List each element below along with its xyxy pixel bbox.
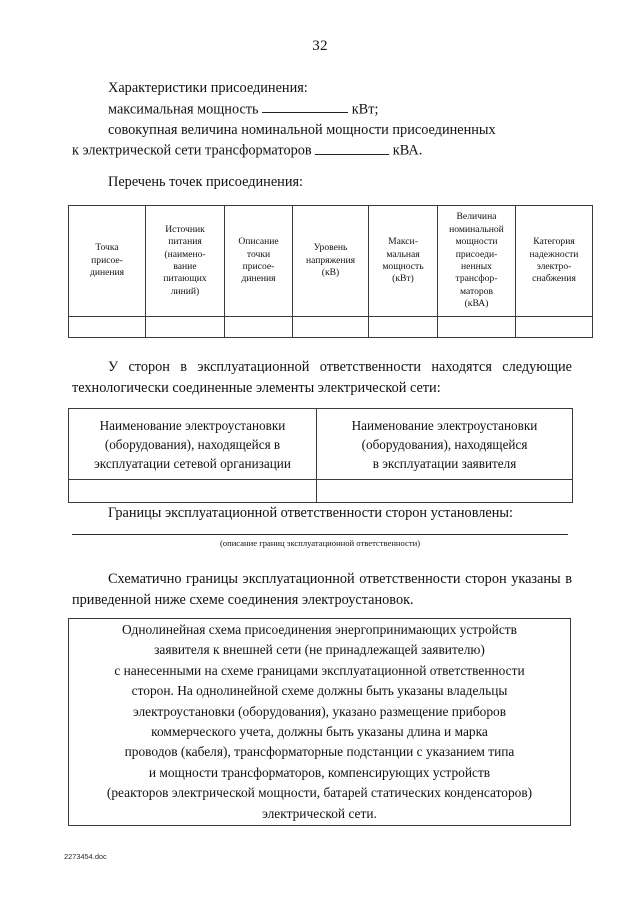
hdr-line: в эксплуатации заявителя	[372, 455, 517, 471]
col-header-network-org-installation: Наименование электроустановки (оборудова…	[68, 408, 317, 480]
schematic-paragraph: Схематично границы эксплуатационной отве…	[72, 571, 572, 608]
borders-heading-block: Границы эксплуатационной ответственности…	[72, 503, 572, 524]
max-power-label: максимальная мощность	[108, 101, 259, 118]
hdr-line: питающих	[163, 273, 207, 285]
schematic-paragraph-block: Схематично границы эксплуатационной отве…	[72, 569, 572, 610]
schema-line: (реакторов электрической мощности, батар…	[106, 785, 533, 801]
hdr-line: присоеди-	[455, 248, 498, 260]
points-heading-block: Перечень точек присоединения:	[72, 172, 572, 193]
hdr-line: (кВА)	[464, 298, 489, 310]
borders-description-caption: (описание границ эксплуатационной ответс…	[219, 538, 421, 548]
hdr-line: мощности	[455, 236, 498, 248]
table-header-row: Наименование электроустановки (оборудова…	[68, 408, 573, 480]
schema-line: коммерческого учета, должны быть указаны…	[151, 724, 488, 739]
borders-description-blank[interactable]	[72, 534, 568, 535]
schema-line: с нанесенными на схеме границами эксплуа…	[114, 662, 525, 678]
hdr-line: снабжения	[532, 273, 576, 285]
document-filename-footer: 2273454.doc	[64, 852, 107, 861]
col-header-reliability-category: Категория надежности электро- снабжения	[515, 205, 593, 317]
hdr-line: эксплуатации сетевой организации	[94, 455, 291, 471]
hdr-line: Макси-	[388, 236, 418, 248]
hdr-line: (наимено-	[164, 248, 206, 260]
schema-line: заявителя к внешней сети (не принадлежащ…	[154, 642, 485, 658]
cell-power-source[interactable]	[145, 316, 225, 338]
hdr-line: мощность	[382, 261, 424, 272]
max-power-line: максимальная мощность кВт;	[72, 99, 572, 120]
hdr-line: Наименование электроустановки	[99, 417, 286, 433]
hdr-line: присое-	[91, 254, 123, 266]
table-row	[68, 316, 593, 338]
hdr-line: надежности	[529, 248, 579, 260]
cell-point-description[interactable]	[224, 316, 293, 338]
schema-description-text: Однолинейная схема присоединения энергоп…	[69, 620, 570, 824]
transformers-line-1: совокупная величина номинальной мощности…	[108, 121, 496, 138]
hdr-line: Точка	[95, 242, 119, 254]
schema-line: проводов (кабеля), трансформаторные подс…	[124, 744, 515, 760]
hdr-line: (оборудования), находящейся в	[104, 436, 281, 452]
characteristics-block: Характеристики присоединения: максимальн…	[72, 78, 572, 161]
hdr-line: Категория	[533, 236, 575, 248]
hdr-line: (кВт)	[392, 273, 414, 285]
responsibility-intro-paragraph: У сторон в эксплуатационной ответственно…	[72, 359, 572, 396]
hdr-line: Уровень	[313, 242, 348, 254]
max-power-unit: кВт;	[351, 101, 379, 118]
table-row	[68, 479, 573, 503]
cell-applicant-installation[interactable]	[316, 479, 573, 503]
table-header-row: Точка присое- динения Источник питания (…	[68, 205, 593, 317]
schema-line: сторон. На однолинейной схеме должны быт…	[131, 683, 508, 699]
transformers-unit: кВА.	[392, 142, 423, 159]
col-header-applicant-installation: Наименование электроустановки (оборудова…	[316, 408, 573, 480]
hdr-line: электро-	[536, 261, 572, 272]
hdr-line: Величина	[456, 211, 497, 223]
hdr-line: ненных	[461, 261, 492, 272]
cell-reliability-category[interactable]	[515, 316, 593, 338]
col-header-point-description: Описание точки присое- динения	[224, 205, 293, 317]
cell-network-org-installation[interactable]	[68, 479, 317, 503]
cell-transformer-rating[interactable]	[437, 316, 516, 338]
schema-line: электрической сети.	[262, 805, 377, 821]
installations-responsibility-table: Наименование электроустановки (оборудова…	[68, 408, 573, 503]
schema-description-box[interactable]: Однолинейная схема присоединения энергоп…	[68, 618, 571, 826]
schema-line: Однолинейная схема присоединения энергоп…	[122, 621, 517, 637]
hdr-line: линий)	[170, 285, 200, 297]
cell-voltage-level[interactable]	[292, 316, 369, 338]
transformers-blank[interactable]	[315, 140, 390, 155]
hdr-line: Описание	[238, 236, 279, 248]
hdr-line: питания	[168, 236, 202, 248]
col-header-max-power: Макси- мальная мощность (кВт)	[368, 205, 438, 317]
connection-points-table: Точка присое- динения Источник питания (…	[68, 205, 593, 338]
hdr-line: Источник	[165, 223, 205, 235]
hdr-line: (оборудования), находящейся	[361, 436, 528, 452]
hdr-line: точки	[246, 248, 271, 260]
hdr-line: маторов	[459, 285, 493, 297]
page-number: 32	[312, 38, 328, 54]
schema-line: электроустановки (оборудования), указано…	[132, 703, 507, 719]
hdr-line: напряжения	[305, 254, 356, 266]
col-header-transformer-rating: Величина номинальной мощности присоеди- …	[437, 205, 516, 317]
transformers-line-2: к электрической сети трансформаторов кВА…	[72, 140, 572, 161]
transformers-label: к электрической сети трансформаторов	[72, 142, 312, 159]
points-section-heading: Перечень точек присоединения:	[108, 174, 304, 190]
hdr-line: динения	[89, 267, 125, 279]
col-header-point: Точка присое- динения	[68, 205, 146, 317]
hdr-line: присое-	[242, 261, 275, 272]
max-power-blank[interactable]	[262, 99, 349, 114]
hdr-line: мальная	[386, 248, 420, 260]
responsibility-intro-block: У сторон в эксплуатационной ответственно…	[72, 357, 572, 398]
hdr-line: динения	[241, 273, 276, 285]
col-header-voltage-level: Уровень напряжения (кВ)	[292, 205, 369, 317]
cell-max-power[interactable]	[368, 316, 438, 338]
cell-point[interactable]	[68, 316, 146, 338]
characteristics-heading: Характеристики присоединения:	[108, 80, 308, 96]
hdr-line: (кВ)	[321, 267, 340, 279]
col-header-power-source: Источник питания (наимено- вание питающи…	[145, 205, 225, 317]
hdr-line: трансфор-	[455, 273, 498, 285]
hdr-line: номинальной	[449, 223, 504, 235]
schema-line: и мощности трансформаторов, компенсирующ…	[148, 764, 491, 780]
hdr-line: вание	[173, 261, 197, 272]
hdr-line: Наименование электроустановки	[351, 417, 538, 433]
borders-section-heading: Границы эксплуатационной ответственности…	[108, 505, 513, 521]
